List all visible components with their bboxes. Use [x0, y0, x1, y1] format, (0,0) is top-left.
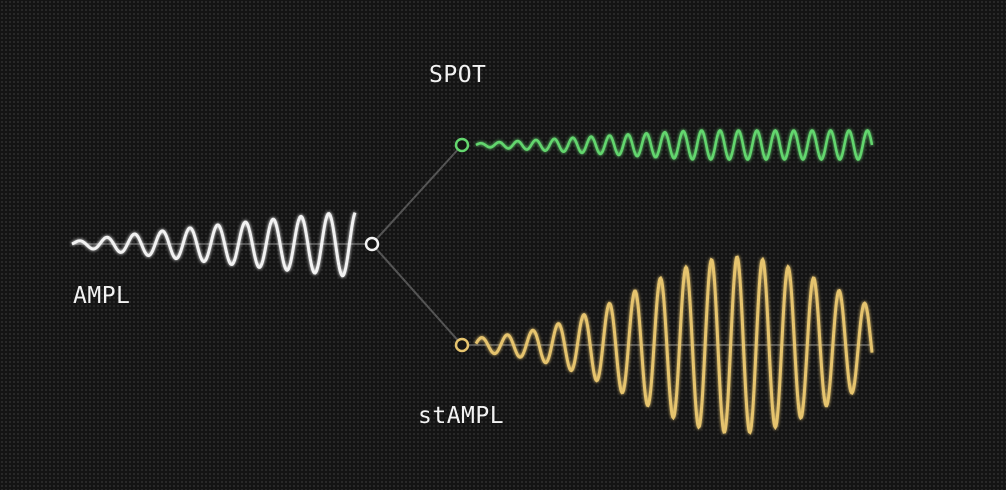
spot-output-wave — [475, 129, 874, 161]
connector-to-spot — [371, 144, 463, 245]
source-node — [364, 236, 380, 252]
spot-label: SPOT — [429, 62, 487, 88]
connector-to-stampl — [371, 243, 463, 346]
stampl-label: stAMPL — [418, 403, 505, 429]
ampl-label: AMPL — [73, 283, 131, 309]
spot-output-node — [454, 137, 470, 153]
stampl-output-wave — [474, 255, 874, 435]
ampl-input-wave — [71, 212, 357, 278]
stampl-output-node — [454, 337, 470, 353]
